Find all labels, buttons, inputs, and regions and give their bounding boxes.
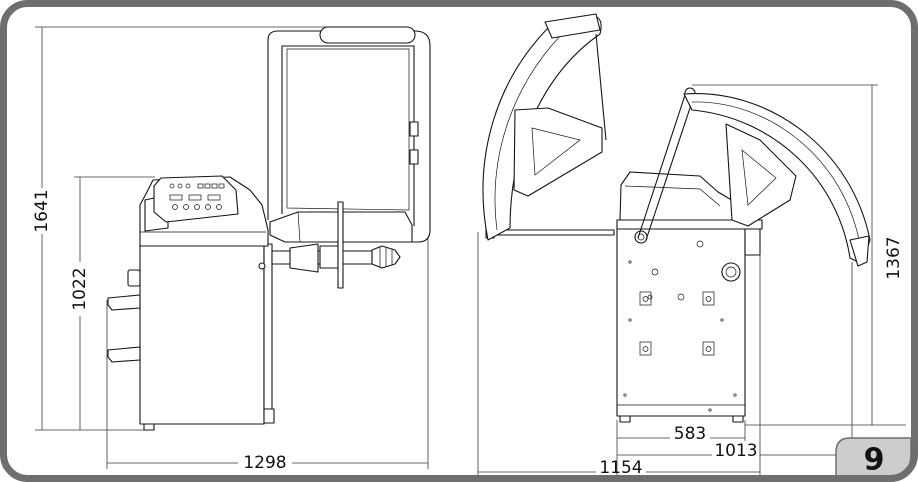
hood-bracket-rear-cutout (531, 127, 581, 176)
foot-left (143, 423, 155, 431)
panel-key (188, 194, 202, 201)
spindle-collar (319, 245, 339, 269)
panel-led (177, 183, 183, 189)
panel-button (205, 204, 211, 210)
rivet (733, 393, 737, 397)
hood-open-rear (482, 13, 615, 241)
right-view: 1367 583 1013 1154 (477, 13, 906, 478)
fixing-plate (639, 291, 652, 306)
panel-led (169, 183, 175, 189)
rivet (720, 318, 724, 322)
rivet (628, 318, 632, 322)
panel-button (183, 204, 189, 210)
dim-label-1641: 1641 (32, 189, 52, 232)
foot-right (732, 415, 744, 423)
rivet (628, 260, 632, 264)
left-dimensions: 1641 1022 1298 (32, 26, 429, 473)
hood-hinge-upper (409, 121, 419, 137)
fixing-plate (702, 341, 715, 356)
hood-arm-rear (595, 33, 607, 141)
cabinet (139, 243, 265, 425)
hood-bracket-front (725, 123, 797, 227)
power-switch (721, 262, 741, 282)
panel-screw (647, 294, 653, 300)
rivet (623, 393, 627, 397)
hood-rod-rear (489, 229, 615, 236)
panel-button (172, 204, 178, 210)
hood-grip-rear (544, 13, 601, 39)
power-switch-inner (725, 266, 737, 278)
hood-shell-front-rib (691, 101, 861, 246)
hood-bracket-front-cutout (741, 149, 777, 206)
dim-label-1154: 1154 (599, 458, 642, 478)
left-view: 1641 1022 1298 (32, 26, 431, 473)
panel-display (211, 183, 218, 189)
control-panel (153, 175, 239, 223)
panel-screw (677, 293, 685, 301)
fixing-hole (705, 346, 712, 352)
right-dimensions: 1367 583 1013 1154 (477, 84, 906, 478)
hood-arm-front (637, 91, 695, 241)
side-knob (127, 269, 141, 287)
panel-key (207, 194, 221, 201)
fixing-hole (642, 346, 649, 352)
weight-holder-lower (107, 346, 141, 363)
hood-hinge-lower (409, 149, 419, 165)
foot-left (619, 415, 631, 423)
dim-label-1367: 1367 (884, 236, 904, 279)
control-panel-buttons (169, 183, 225, 210)
panel-screw (651, 268, 659, 276)
dim-label-1022: 1022 (70, 267, 90, 310)
balancer-side-view (107, 26, 431, 431)
panel-button (216, 204, 222, 210)
balancer-rear-view (616, 171, 763, 423)
fixing-hole (705, 296, 712, 302)
upper-housing (619, 171, 746, 221)
dim-label-1013: 1013 (714, 441, 757, 461)
hood-cover-panel (286, 48, 410, 211)
foot-right (263, 408, 275, 424)
panel-screw (696, 240, 704, 248)
weight-holder-upper (107, 294, 141, 311)
gauge-rod (337, 201, 344, 289)
hood-bracket-rear (513, 107, 603, 197)
cabinet (616, 227, 746, 417)
hood-shell-rear-rib (494, 35, 561, 231)
upper-housing-line (624, 185, 721, 207)
hood-open-front (637, 87, 871, 267)
fixing-points (639, 291, 715, 356)
quick-nut-ridges (379, 247, 393, 267)
hood-guard-seam (297, 211, 301, 243)
hood-frame-outer (267, 30, 431, 243)
panel-button (194, 204, 200, 210)
rivet (708, 408, 712, 412)
fixing-plate (702, 291, 715, 306)
hood-rest (744, 228, 761, 256)
shaft-port (634, 230, 648, 244)
hood-handle (319, 26, 416, 44)
top-plate (616, 219, 763, 230)
cabinet-bolt (258, 262, 266, 270)
spindle-cone (289, 243, 319, 273)
panel-led (185, 183, 191, 189)
cabinet-dots (623, 260, 737, 412)
panel-key (169, 194, 183, 201)
page-number: 9 (864, 443, 885, 478)
cabinet-side-channel (263, 243, 273, 410)
panel-display (197, 183, 204, 189)
panel-display (218, 183, 225, 189)
fixing-hole (642, 296, 649, 302)
hood-frame-inner (281, 45, 415, 226)
hood-grip-front (849, 235, 870, 267)
dim-label-583: 583 (674, 424, 706, 444)
fixing-plate (639, 341, 652, 356)
panel-display (204, 183, 211, 189)
dim-label-1298: 1298 (243, 453, 286, 473)
